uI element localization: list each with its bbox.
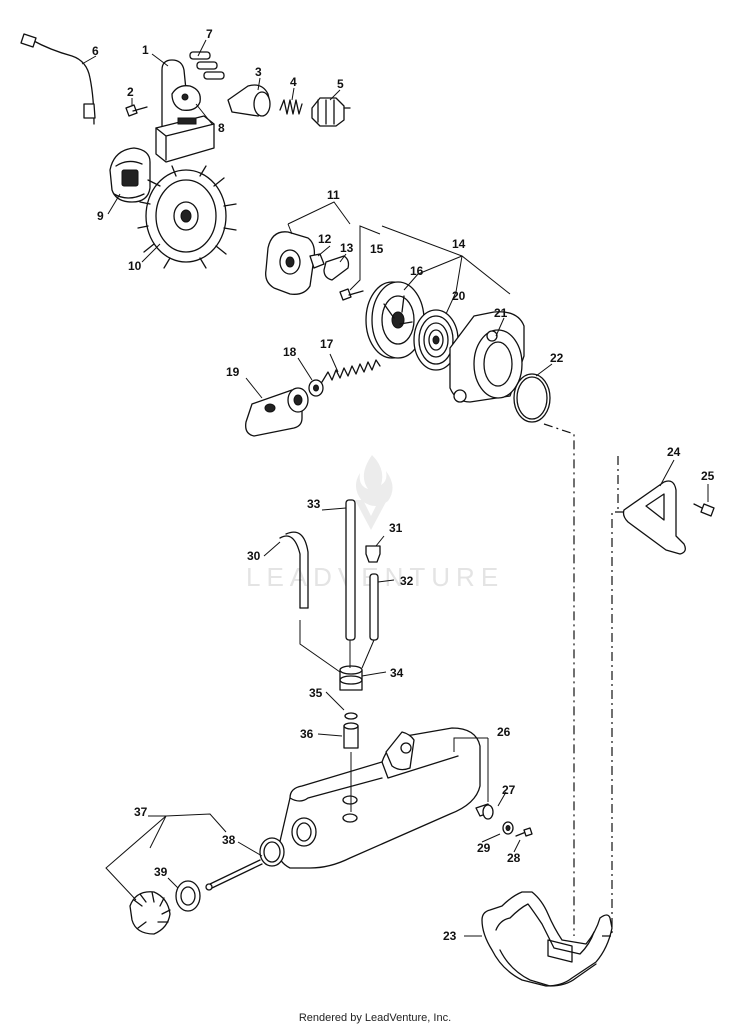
part-11-pawl-plate: [265, 231, 316, 295]
part-21-starter-housing: [449, 311, 525, 403]
part-15-screw: [339, 288, 364, 301]
part-30-fuel-line: [279, 531, 309, 609]
callout-36: 36: [300, 727, 314, 741]
part-36-fitting: [343, 722, 359, 749]
part-28-screw: [515, 827, 533, 837]
callout-31: 31: [389, 521, 403, 535]
part-26-fuel-tank: [277, 727, 481, 869]
part-16-reel: [365, 281, 425, 359]
callout-18: 18: [283, 345, 297, 359]
callout-24: 24: [667, 445, 681, 459]
part-8-plug-cap: [171, 85, 201, 111]
watermark: LEADVENTURE: [246, 455, 498, 592]
callout-21: 21: [494, 306, 508, 320]
callout-9: 9: [97, 209, 104, 223]
part-34-grommet: [339, 665, 363, 691]
part-23-frame: [481, 891, 613, 987]
callout-15: 15: [370, 242, 384, 256]
part-33-fuel-tube: [345, 499, 356, 641]
callout-6: 6: [92, 44, 99, 58]
part-22-gasket: [513, 373, 551, 423]
callout-34: 34: [390, 666, 404, 680]
part-25-screw: [693, 503, 715, 517]
part-1-ignition-coil: [155, 59, 215, 163]
callout-29: 29: [477, 841, 491, 855]
callout-20: 20: [452, 289, 466, 303]
callout-22: 22: [550, 351, 564, 365]
callout-37: 37: [134, 805, 148, 819]
part-32-fuel-tube: [369, 573, 379, 641]
assembly-guide-line-bracket: [598, 456, 624, 937]
callout-14: 14: [452, 237, 466, 251]
callout-38: 38: [222, 833, 236, 847]
callout-11: 11: [327, 188, 340, 202]
callout-17: 17: [320, 337, 334, 351]
part-37-fuel-cap: [129, 891, 171, 935]
part-29-washer: [502, 821, 514, 835]
part-10-flywheel: [137, 165, 237, 269]
callout-5: 5: [337, 77, 344, 91]
part-9-housing: [109, 147, 151, 203]
callout-4: 4: [290, 75, 297, 89]
part-2-screw: [125, 104, 148, 117]
callout-28: 28: [507, 851, 521, 865]
callout-7: 7: [206, 27, 213, 41]
callout-labels: 1 2 3 4 5 6 7 8 9 10 11 12 13 14 15 16 1…: [92, 27, 715, 943]
part-17-spring: [321, 359, 381, 383]
callout-16: 16: [410, 264, 424, 278]
part-19-starter-handle: [245, 387, 309, 437]
callout-26: 26: [497, 725, 511, 739]
callout-10: 10: [128, 259, 142, 273]
callout-2: 2: [127, 85, 134, 99]
callout-1: 1: [142, 43, 149, 57]
part-12-pin: [309, 253, 325, 269]
part-38-pickup: [205, 837, 285, 891]
callout-33: 33: [307, 497, 321, 511]
callout-30: 30: [247, 549, 261, 563]
callout-8: 8: [218, 121, 225, 135]
part-5-terminal: [311, 97, 351, 127]
part-27-bushing: [475, 803, 494, 820]
leader-lines: [81, 39, 709, 937]
part-13-pawl: [323, 255, 350, 281]
part-20-recoil-spring: [413, 309, 459, 371]
assembly-guide-line: [543, 423, 575, 936]
callout-19: 19: [226, 365, 240, 379]
footer-credit: Rendered by LeadVenture, Inc.: [298, 1012, 452, 1024]
callout-12: 12: [318, 232, 332, 246]
part-3-boot: [227, 84, 271, 117]
part-31-filter: [365, 545, 381, 563]
part-39-gasket: [175, 880, 201, 912]
part-4-spring: [279, 99, 303, 115]
part-18-collar: [308, 379, 324, 397]
callout-35: 35: [309, 686, 323, 700]
callout-27: 27: [502, 783, 516, 797]
part-24-bracket: [622, 480, 686, 555]
callout-3: 3: [255, 65, 262, 79]
part-35-ring: [344, 712, 358, 720]
part-7-spacers: [189, 51, 225, 80]
callout-25: 25: [701, 469, 715, 483]
callout-32: 32: [400, 574, 414, 588]
callout-13: 13: [340, 241, 354, 255]
callout-39: 39: [154, 865, 168, 879]
callout-23: 23: [443, 929, 457, 943]
part-6-wire: [20, 33, 96, 125]
